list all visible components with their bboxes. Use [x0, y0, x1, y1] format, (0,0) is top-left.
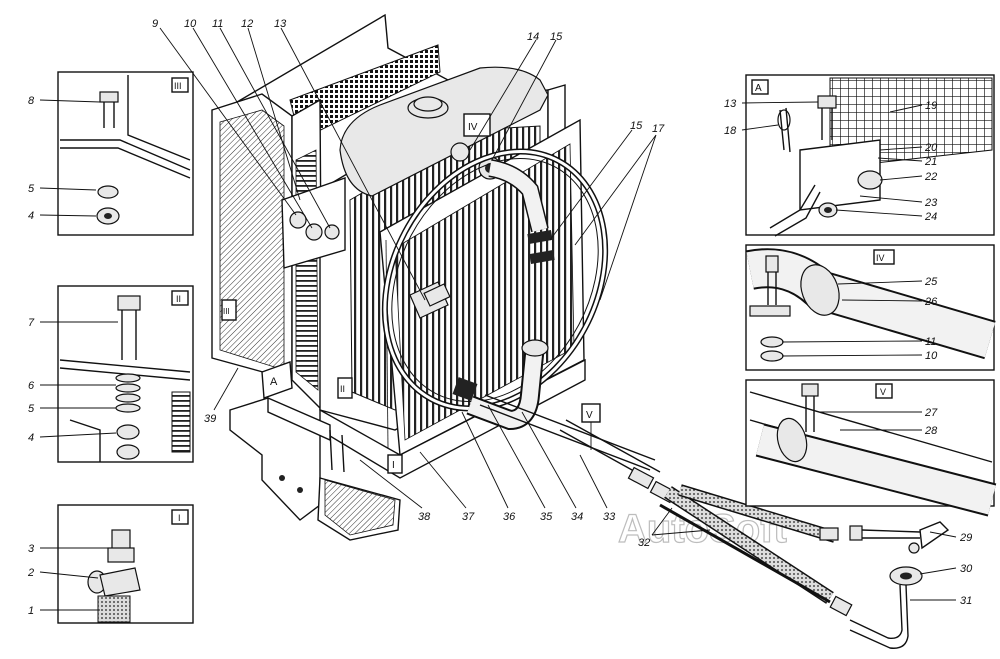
drain-pipes: V — [479, 394, 950, 649]
radiator-main-view: A III II I IV — [211, 13, 586, 541]
callout-2: 2 — [27, 567, 34, 579]
callout-36: 36 — [503, 511, 516, 523]
callout-12: 12 — [241, 18, 253, 30]
callout-28: 28 — [924, 425, 938, 437]
callout-18: 18 — [724, 125, 737, 137]
inset-ii-tag: II — [176, 294, 181, 304]
callout-25: 25 — [924, 276, 938, 288]
callout-8: 8 — [28, 95, 35, 107]
callout-19: 19 — [925, 100, 937, 112]
callout-1: 1 — [28, 605, 34, 617]
callout-32: 32 — [638, 537, 650, 549]
callout-35: 35 — [540, 511, 553, 523]
leader-lines — [39, 27, 957, 611]
callout-3: 3 — [28, 543, 35, 555]
callout-30: 30 — [960, 563, 973, 575]
callout-26: 26 — [924, 296, 938, 308]
inset-iii: III — [57, 71, 194, 236]
callout-14: 14 — [527, 31, 539, 43]
callout-11-iv: 11 — [925, 336, 936, 348]
callout-20: 20 — [924, 142, 938, 154]
callout-5-ii: 5 — [28, 403, 35, 415]
callout-31: 31 — [960, 595, 972, 607]
callout-11: 11 — [212, 18, 223, 30]
callout-38: 38 — [418, 511, 431, 523]
callout-9: 9 — [152, 18, 158, 30]
inset-iv-tag: IV — [876, 253, 885, 263]
callout-7: 7 — [28, 317, 35, 329]
view-tag-iii-main: III — [223, 307, 230, 316]
inset-a: A — [745, 74, 995, 237]
inset-i: I — [57, 504, 194, 624]
callout-13: 13 — [274, 18, 287, 30]
inset-v: V — [745, 379, 997, 517]
callout-4-ii: 4 — [28, 432, 34, 444]
view-tag-ii-main: II — [340, 384, 345, 394]
view-tag-i-main: I — [392, 460, 395, 471]
view-tag-iv-main: IV — [468, 122, 478, 133]
callout-13-a: 13 — [724, 98, 737, 110]
callout-27: 27 — [924, 407, 938, 419]
inset-a-tag: A — [755, 83, 762, 94]
callout-4-iii: 4 — [28, 210, 34, 222]
callout-15-mid: 15 — [630, 120, 643, 132]
callout-6: 6 — [28, 380, 35, 392]
inset-i-tag: I — [178, 513, 181, 523]
fan-ring-and-hoses — [381, 148, 609, 431]
callout-10: 10 — [184, 18, 197, 30]
callout-21: 21 — [924, 156, 937, 168]
callout-24: 24 — [924, 211, 937, 223]
callout-33: 33 — [603, 511, 616, 523]
view-tag-a-main: A — [270, 376, 278, 388]
inset-v-tag: V — [880, 387, 886, 397]
inset-iii-tag: III — [174, 81, 182, 91]
callout-29: 29 — [959, 532, 972, 544]
callout-37: 37 — [462, 511, 475, 523]
callout-10-iv: 10 — [925, 350, 938, 362]
callout-34: 34 — [571, 511, 583, 523]
callout-17: 17 — [652, 123, 665, 135]
inset-iv: IV — [745, 244, 996, 371]
callout-39: 39 — [204, 413, 216, 425]
callout-5-iii: 5 — [28, 183, 35, 195]
view-tag-v-main: V — [586, 410, 593, 421]
callout-labels: 9 10 11 12 13 14 15 15 17 39 38 37 36 35… — [27, 18, 973, 617]
callout-15-top: 15 — [550, 31, 563, 43]
inset-ii: II — [57, 285, 194, 463]
callout-22: 22 — [924, 171, 937, 183]
callout-23: 23 — [924, 197, 938, 209]
